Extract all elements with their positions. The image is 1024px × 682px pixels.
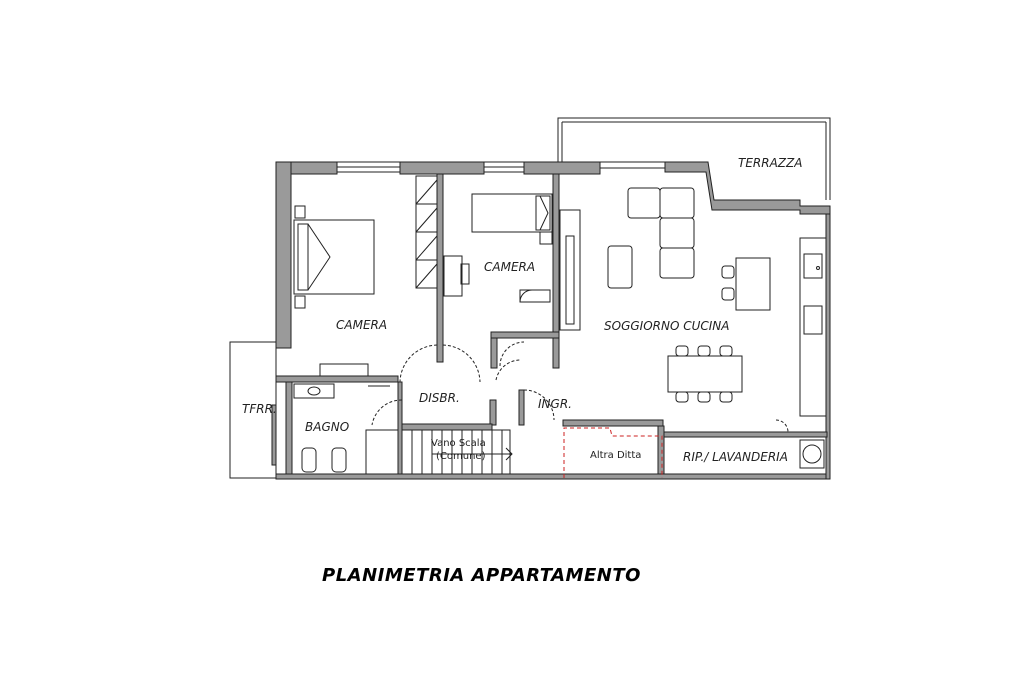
terrace-outline xyxy=(557,117,831,200)
room-label-camera-second: CAMERA xyxy=(484,260,536,274)
windows xyxy=(336,161,666,173)
bathroom-fixtures xyxy=(293,383,399,475)
doors xyxy=(371,341,789,433)
property-boundary xyxy=(563,427,663,478)
plan-title: PLANIMETRIA APPARTAMENTO xyxy=(322,565,641,586)
kitchen-counter xyxy=(799,237,827,417)
room-label-bagno: BAGNO xyxy=(305,420,350,434)
staircase xyxy=(411,429,513,475)
wardrobe xyxy=(319,175,438,377)
room-label-rip-lavanderia: RIP./ LAVANDERIA xyxy=(683,450,788,464)
side-terrace xyxy=(229,341,277,479)
washing-machine xyxy=(799,439,825,469)
room-label-soggiorno-cucina: SOGGIORNO CUCINA xyxy=(604,319,730,333)
room-label-vano-scala-comune: (Comune) xyxy=(436,451,486,462)
master-bed xyxy=(293,205,375,309)
room-label-camera-master: CAMERA xyxy=(336,318,388,332)
room-label-tfrr: TFRR. xyxy=(242,402,277,416)
room-label-disbr: DISBR. xyxy=(419,391,460,405)
room-label-altra-ditta: Altra Ditta xyxy=(590,450,642,461)
room-label-ingr: INGR. xyxy=(538,397,572,411)
room-label-terrazza: TERRAZZA xyxy=(738,156,803,170)
living-furniture xyxy=(607,187,771,403)
interior-walls xyxy=(275,173,828,475)
single-bed xyxy=(443,193,581,331)
room-label-vano-scala: Vano Scala xyxy=(431,438,486,449)
